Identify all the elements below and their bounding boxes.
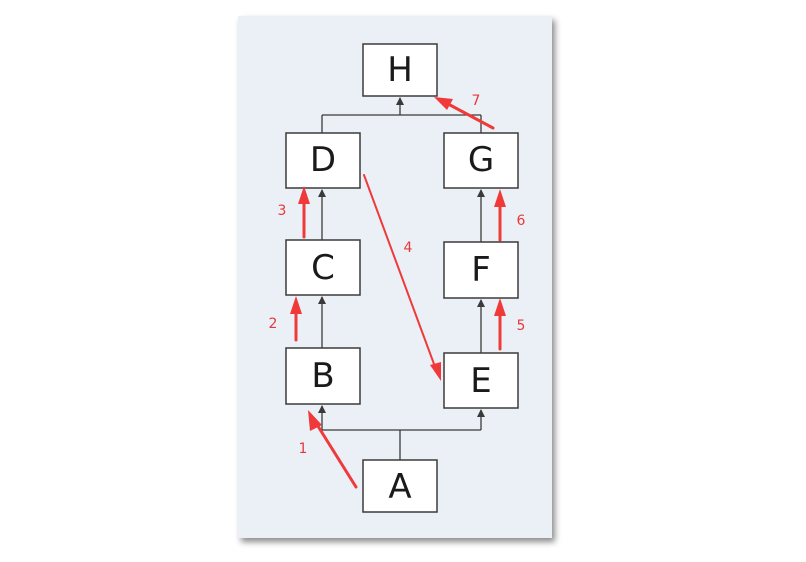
step-1-arrow: 1 [299,410,358,489]
node-c: C [285,239,361,296]
node-f: F [443,241,519,299]
node-c-label: C [311,248,335,288]
step-5-label: 5 [517,318,526,334]
node-g: G [443,132,519,189]
step-6-arrow: 6 [494,189,526,242]
step-3-label: 3 [278,203,287,219]
step-2-arrow: 2 [269,296,302,342]
step-5-arrow: 5 [494,298,526,351]
node-b-label: B [311,356,334,396]
node-a-label: A [388,467,411,507]
node-b: B [285,347,361,405]
step-7-label: 7 [472,93,481,109]
step-3-arrow: 3 [278,186,310,239]
node-h-label: H [387,50,413,90]
node-g-label: G [468,140,494,180]
node-a: A [362,459,438,513]
node-e: E [443,352,519,409]
step-4-label: 4 [404,240,413,256]
step-4-arrow: 4 [363,174,441,381]
node-f-label: F [471,250,491,290]
step-1-label: 1 [299,441,308,457]
step-6-label: 6 [517,213,526,229]
node-d: D [285,132,361,189]
node-d-label: D [310,140,336,180]
step-7-arrow: 7 [434,93,495,130]
node-h: H [362,43,438,97]
node-e-label: E [470,361,491,401]
edges [318,97,485,460]
step-2-label: 2 [269,316,278,332]
